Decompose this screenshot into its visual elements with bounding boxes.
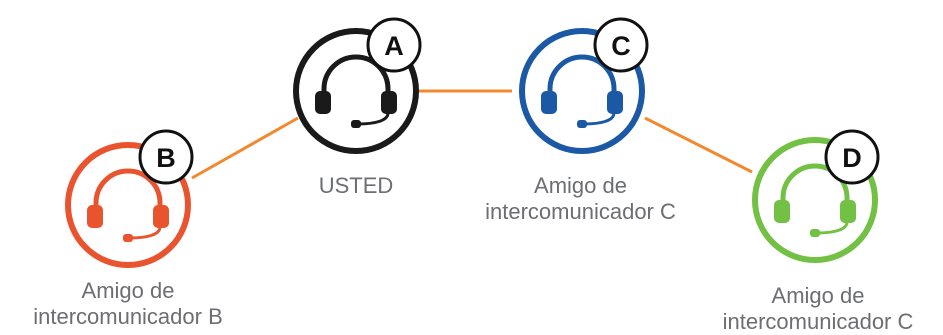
badge-c (593, 17, 649, 73)
node-b-label: Amigo de intercomunicador B (33, 278, 223, 329)
node-d-label: Amigo de intercomunicador C (722, 283, 914, 334)
badge-c-letter: C (611, 31, 631, 61)
badge-b-letter: B (156, 143, 176, 173)
badge-d (824, 129, 880, 185)
headset-icon (541, 54, 623, 128)
link-b-a (191, 116, 299, 180)
node-c-label: Amigo de intercomunicador C (485, 173, 676, 224)
badge-a (366, 17, 422, 73)
headset-icon (87, 168, 169, 242)
badge-b (138, 129, 194, 185)
link-c-d (644, 116, 753, 174)
node-a (293, 17, 422, 154)
node-b (65, 129, 194, 268)
badge-a-letter: A (384, 31, 404, 61)
node-d (752, 129, 880, 263)
headset-icon (315, 54, 397, 128)
node-c (519, 17, 649, 154)
badge-d-letter: D (842, 143, 862, 173)
headset-icon (774, 163, 856, 237)
node-a-label: USTED (318, 173, 394, 198)
